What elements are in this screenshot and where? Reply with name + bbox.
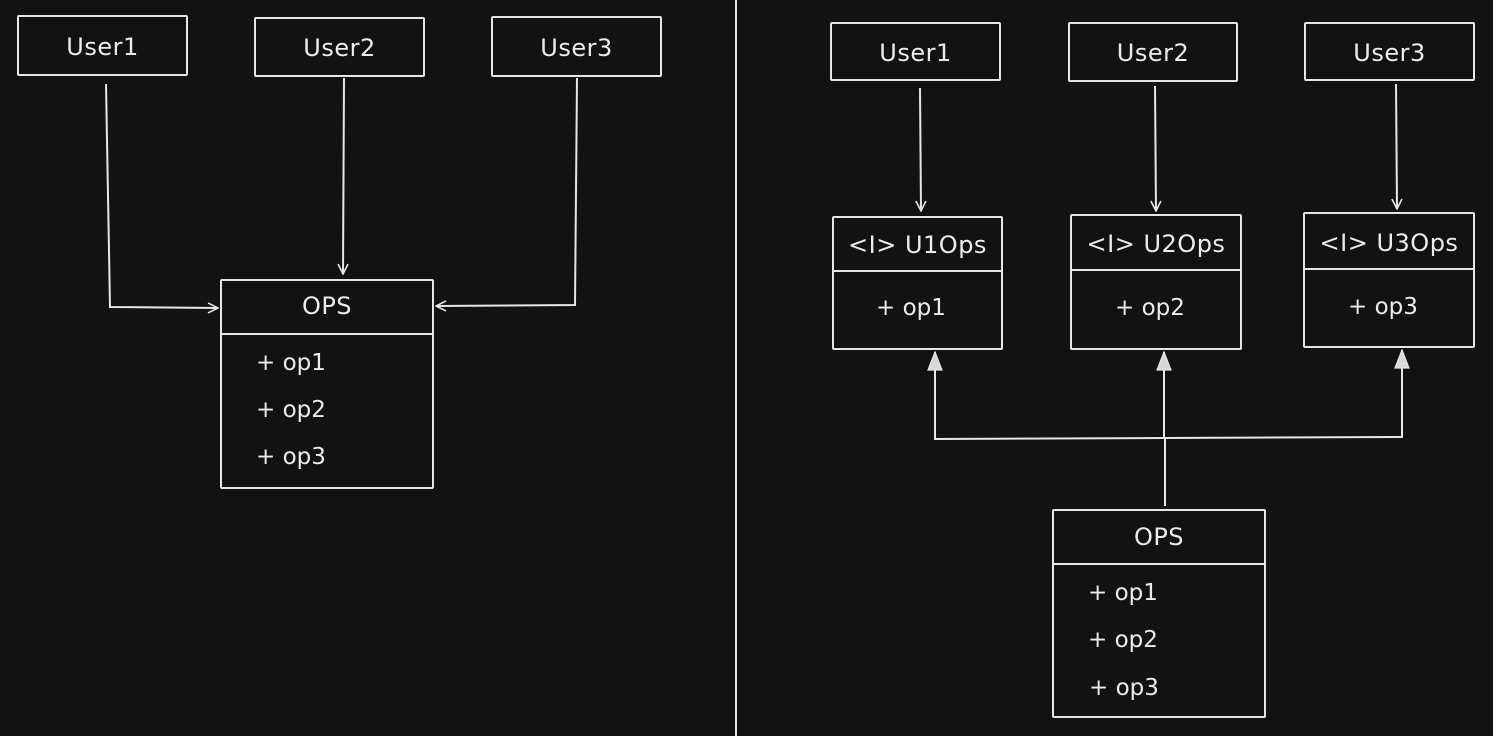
left-ops-op1: + op1 (256, 350, 326, 376)
left-user3-label: User3 (540, 34, 613, 62)
u3ops-op: + op3 (1348, 294, 1418, 320)
arrow-user1-u1ops (920, 87, 921, 211)
u1ops-op: + op1 (876, 295, 946, 321)
u1ops-divider (834, 270, 1001, 272)
u2ops-title: <I> U2Ops (1086, 230, 1226, 258)
left-user2-box: User2 (254, 17, 425, 77)
u3ops-title: <I> U3Ops (1319, 229, 1459, 257)
left-ops-title: OPS (301, 292, 353, 320)
left-ops-op3: + op3 (256, 444, 326, 470)
right-ops-class: OPS + op1 + op2 + op3 (1052, 509, 1266, 718)
left-user1-label: User1 (66, 33, 139, 61)
u2ops-divider (1072, 269, 1240, 271)
right-ops-divider (1054, 563, 1264, 565)
right-user2-box: User2 (1068, 22, 1238, 82)
impl-ops-u3ops (1164, 350, 1402, 439)
left-user2-label: User2 (303, 34, 376, 62)
left-ops-divider (222, 333, 432, 335)
u2ops-op: + op2 (1115, 295, 1185, 321)
u1ops-title: <I> U1Ops (848, 231, 987, 259)
right-u3ops-interface: <I> U3Ops + op3 (1303, 212, 1475, 348)
right-ops-title: OPS (1133, 523, 1185, 551)
u3ops-divider (1305, 268, 1473, 270)
right-u1ops-interface: <I> U1Ops + op1 (832, 216, 1003, 350)
right-ops-op2: + op2 (1088, 627, 1158, 653)
right-user1-label: User1 (879, 39, 952, 67)
right-user1-box: User1 (830, 22, 1001, 81)
arrow-user1-ops (105, 83, 218, 308)
left-user1-box: User1 (17, 15, 188, 76)
right-ops-op1: + op1 (1088, 580, 1158, 606)
right-user3-box: User3 (1304, 22, 1475, 81)
arrow-user3-ops (436, 77, 578, 306)
left-ops-op2: + op2 (256, 397, 326, 423)
right-user2-label: User2 (1116, 39, 1190, 67)
right-user3-label: User3 (1353, 39, 1426, 67)
arrow-user2-u2ops (1155, 85, 1156, 211)
left-user3-box: User3 (491, 16, 662, 77)
right-u2ops-interface: <I> U2Ops + op2 (1070, 214, 1242, 350)
left-ops-class: OPS + op1 + op2 + op3 (220, 279, 434, 489)
impl-ops-u1ops (935, 352, 1166, 441)
arrow-user2-ops (343, 77, 344, 274)
arrow-user3-u3ops (1396, 83, 1397, 209)
right-ops-op3: + op3 (1089, 675, 1159, 701)
